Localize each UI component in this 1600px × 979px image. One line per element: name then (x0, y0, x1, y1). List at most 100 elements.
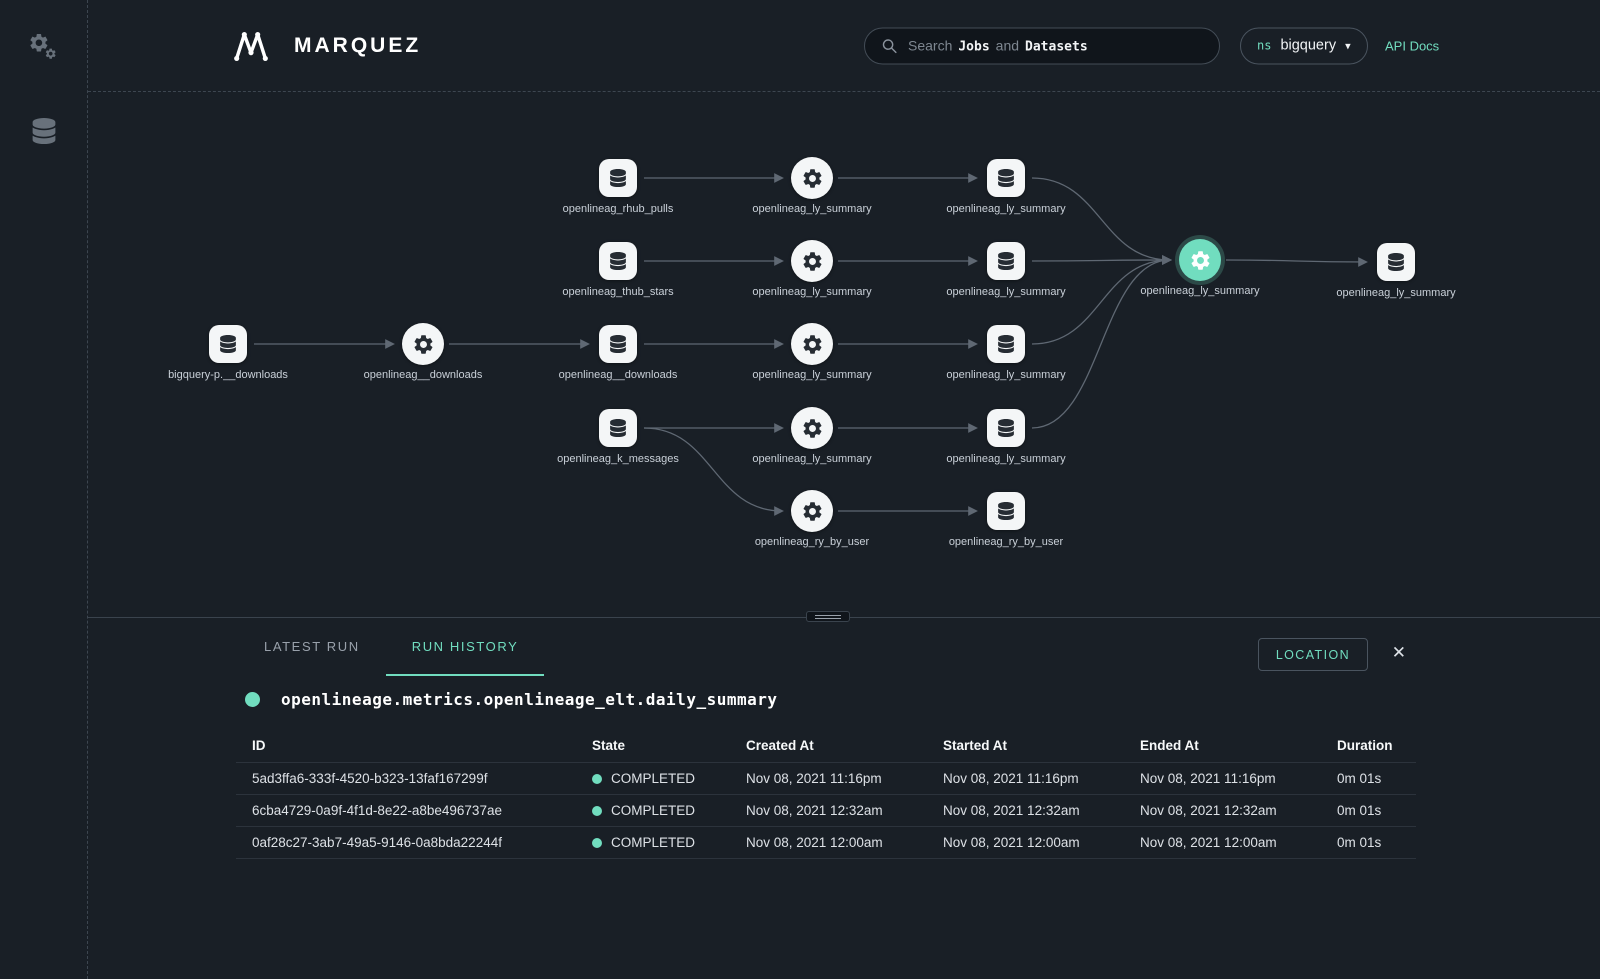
run-id: 0af28c27-3ab7-49a5-9146-0a8bda22244f (252, 835, 502, 850)
lineage-edge (1031, 255, 1172, 265)
node-label: openlineag_ly_summary (946, 286, 1066, 298)
database-icon[interactable] (987, 159, 1025, 197)
api-docs-link[interactable]: API Docs (1385, 38, 1440, 53)
run-started-at: Nov 08, 2021 12:32am (943, 803, 1080, 818)
database-icon[interactable] (599, 409, 637, 447)
run-state-label: COMPLETED (611, 803, 696, 818)
gear-icon[interactable] (1179, 239, 1221, 281)
node-label: openlineag_ly_summary (1140, 285, 1260, 297)
marquez-logo-icon (230, 26, 272, 66)
run-ended-at: Nov 08, 2021 11:16pm (1140, 771, 1276, 786)
run-duration: 0m 01s (1337, 771, 1382, 786)
gear-icon[interactable] (791, 323, 833, 365)
col-header-ended: Ended At (1140, 738, 1199, 753)
database-icon[interactable] (987, 409, 1025, 447)
namespace-select[interactable]: ns bigquery ▾ (1240, 27, 1368, 64)
node-label: openlineag_ly_summary (752, 453, 872, 465)
job-status-dot (245, 692, 260, 707)
node-label: openlineag__downloads (558, 369, 678, 381)
run-id: 5ad3ffa6-333f-4520-b323-13faf167299f (252, 771, 488, 786)
node-label: openlineag_ly_summary (752, 286, 872, 298)
table-header-row: ID State Created At Started At Ended At … (236, 729, 1416, 763)
database-icon[interactable] (599, 325, 637, 363)
search-placeholder-datasets: Datasets (1025, 39, 1088, 54)
table-row[interactable]: 6cba4729-0a9f-4f1d-8e22-a8be496737ae COM… (236, 795, 1416, 827)
col-header-created: Created At (746, 738, 814, 753)
datasets-database-icon[interactable] (25, 112, 63, 150)
chevron-down-icon: ▾ (1345, 40, 1351, 52)
table-row[interactable]: 0af28c27-3ab7-49a5-9146-0a8bda22244f COM… (236, 827, 1416, 859)
lineage-graph[interactable]: openlineag_rhub_pulls openlineag_ly_summa… (0, 0, 1600, 617)
tab-latest-run[interactable]: LATEST RUN (264, 638, 360, 654)
panel-resize-handle[interactable] (806, 611, 850, 622)
run-history-table: ID State Created At Started At Ended At … (236, 729, 1416, 859)
run-state-label: COMPLETED (611, 835, 696, 850)
database-icon[interactable] (599, 242, 637, 280)
run-state: COMPLETED (592, 835, 746, 850)
run-created-at: Nov 08, 2021 12:32am (746, 803, 883, 818)
database-icon[interactable] (209, 325, 247, 363)
run-created-at: Nov 08, 2021 12:00am (746, 835, 883, 850)
status-dot (592, 805, 602, 816)
node-label: openlineag_rhub_pulls (562, 203, 674, 215)
gear-icon[interactable] (791, 490, 833, 532)
jobs-gears-icon[interactable] (25, 28, 63, 66)
gear-icon[interactable] (791, 240, 833, 282)
close-icon[interactable]: ✕ (1391, 643, 1406, 662)
run-ended-at: Nov 08, 2021 12:00am (1140, 835, 1277, 850)
node-label: openlineag_ly_summary (946, 453, 1066, 465)
run-detail-panel: LATEST RUN RUN HISTORY LOCATION ✕ openli… (88, 618, 1600, 979)
node-label: openlineag_thub_stars (562, 286, 674, 298)
brand-name: MARQUEZ (294, 33, 422, 57)
node-label: openlineag_ly_summary (946, 369, 1066, 381)
run-state: COMPLETED (592, 803, 746, 818)
node-label: openlineag_ly_summary (1336, 287, 1456, 299)
node-label: openlineag__downloads (363, 369, 483, 381)
node-label: bigquery-p.__downloads (168, 369, 288, 381)
database-icon[interactable] (987, 492, 1025, 530)
lineage-edge (1225, 257, 1368, 267)
status-dot (592, 837, 602, 848)
node-label: openlineag_ly_summary (946, 203, 1066, 215)
col-header-duration: Duration (1337, 738, 1393, 753)
search-placeholder: Search Jobs and Datasets (908, 37, 1088, 54)
table-body: 5ad3ffa6-333f-4520-b323-13faf167299f COM… (236, 763, 1416, 859)
job-title: openlineage.metrics.openlineage_elt.dail… (281, 690, 778, 709)
database-icon[interactable] (599, 159, 637, 197)
tab-run-history[interactable]: RUN HISTORY (385, 618, 545, 676)
sidebar (0, 0, 88, 979)
database-icon[interactable] (1377, 243, 1415, 281)
run-created-at: Nov 08, 2021 11:16pm (746, 771, 882, 786)
gear-icon[interactable] (791, 157, 833, 199)
run-started-at: Nov 08, 2021 12:00am (943, 835, 1080, 850)
run-state-label: COMPLETED (611, 771, 696, 786)
lineage-edge (643, 427, 784, 516)
gear-icon[interactable] (791, 407, 833, 449)
job-title-row: openlineage.metrics.openlineage_elt.dail… (245, 690, 1600, 709)
gear-icon[interactable] (402, 323, 444, 365)
run-id: 6cba4729-0a9f-4f1d-8e22-a8be496737ae (252, 803, 502, 818)
status-dot (592, 773, 602, 784)
col-header-id: ID (252, 738, 266, 753)
run-started-at: Nov 08, 2021 11:16pm (943, 771, 1079, 786)
run-ended-at: Nov 08, 2021 12:32am (1140, 803, 1277, 818)
search-input[interactable]: Search Jobs and Datasets (864, 27, 1220, 64)
database-icon[interactable] (987, 242, 1025, 280)
lineage-edge (1031, 255, 1172, 345)
top-bar: MARQUEZ Search Jobs and Datasets ns bigq… (88, 0, 1600, 92)
search-placeholder-prefix: Search (908, 37, 953, 53)
run-state: COMPLETED (592, 771, 746, 786)
search-placeholder-jobs: Jobs (958, 39, 990, 54)
database-icon[interactable] (987, 325, 1025, 363)
namespace-value: bigquery (1280, 37, 1337, 54)
table-row[interactable]: 5ad3ffa6-333f-4520-b323-13faf167299f COM… (236, 763, 1416, 795)
col-header-state: State (592, 738, 626, 753)
node-label: openlineag_k_messages (557, 453, 679, 465)
location-button[interactable]: LOCATION (1257, 638, 1368, 671)
node-label: openlineag_ly_summary (752, 369, 872, 381)
search-placeholder-and: and (995, 37, 1020, 53)
node-label: openlineag_ly_summary (752, 203, 872, 215)
brand[interactable]: MARQUEZ (230, 26, 421, 66)
lineage-edge (1031, 177, 1172, 265)
